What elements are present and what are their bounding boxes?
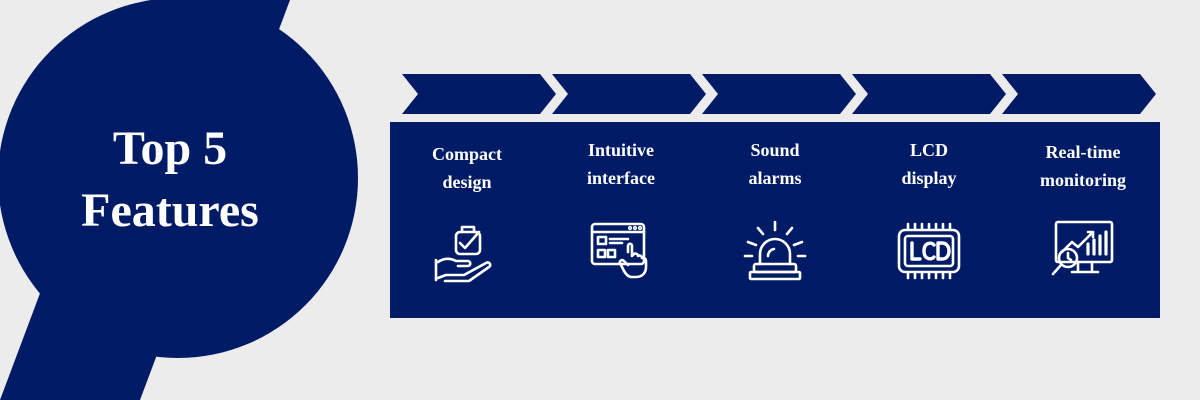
chevron-arrow-3 [702, 74, 856, 114]
feature-label-line-1: Compact [432, 144, 502, 164]
feature-label: Compact design [390, 140, 544, 196]
chevron-arrow-row [402, 74, 1156, 114]
chart-monitor-magnifier-icon [1051, 220, 1114, 276]
feature-label-line-2: alarms [748, 168, 802, 188]
feature-label: Intuitive interface [544, 136, 698, 192]
feature-lcd-display: LCD display [852, 122, 1006, 318]
features-panel-bg [390, 122, 1160, 318]
feature-label-line-2: monitoring [1039, 170, 1126, 190]
feature-sound-alarms: Sound alarms [698, 122, 852, 318]
siren-alarm-icon [743, 220, 807, 281]
feature-label-line-2: interface [587, 168, 655, 188]
feature-real-time-monitoring: Real-time monitoring [1006, 122, 1160, 318]
title-circle [0, 0, 358, 358]
hand-holding-box-check-icon [434, 225, 492, 283]
feature-label: LCD display [852, 136, 1006, 192]
chevron-arrow-4 [852, 74, 1006, 114]
chevron-arrow-1 [402, 74, 556, 114]
feature-label-line-1: Real-time [1045, 142, 1121, 162]
feature-label: Real-time monitoring [1006, 138, 1160, 194]
feature-label-line-2: display [901, 168, 957, 188]
chevron-arrow-2 [552, 74, 706, 114]
page-title: Top 5 Features [30, 118, 310, 242]
feature-label-line-1: Sound [750, 140, 800, 160]
title-line-2: Features [81, 184, 259, 237]
features-panel: Compact design Intuitive interface [390, 122, 1160, 318]
feature-label-line-2: design [442, 172, 492, 192]
chevron-arrow-5 [1002, 74, 1156, 114]
feature-intuitive-interface: Intuitive interface [544, 122, 698, 318]
feature-label-line-1: LCD [909, 140, 948, 160]
title-line-1: Top 5 [112, 122, 228, 175]
feature-label-line-1: Intuitive [587, 140, 654, 160]
feature-compact-design: Compact design [390, 122, 544, 318]
browser-window-pointer-icon [590, 222, 648, 279]
lcd-display-icon [897, 222, 961, 280]
feature-label: Sound alarms [698, 136, 852, 192]
